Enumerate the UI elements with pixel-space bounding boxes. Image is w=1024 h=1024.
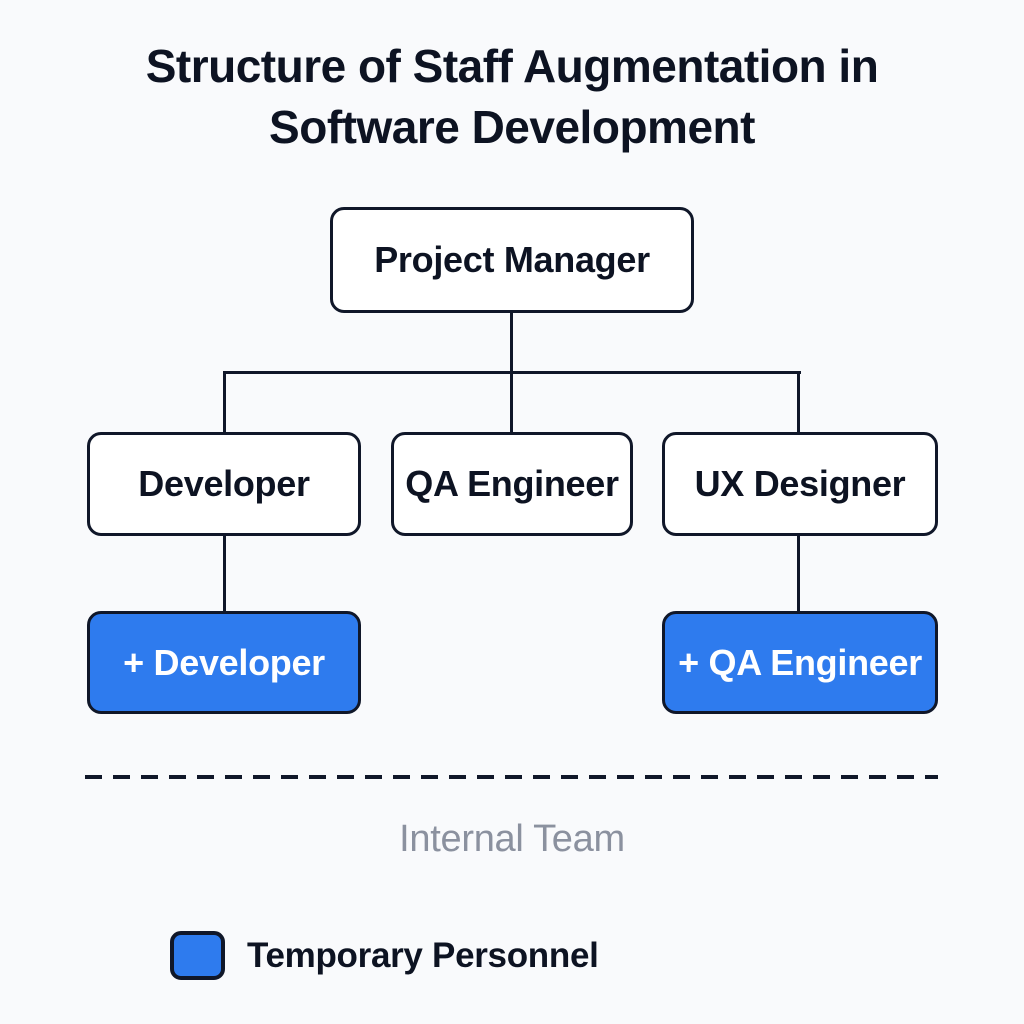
internal-team-label: Internal Team — [399, 818, 625, 860]
node-label: QA Engineer — [405, 463, 619, 504]
temporary-color-swatch — [170, 931, 225, 980]
connector-root-drop — [510, 312, 513, 372]
connector-ux-temp — [797, 535, 800, 612]
node-label: + Developer — [123, 641, 325, 683]
node-label: UX Designer — [694, 463, 906, 504]
node-temp-qa-engineer: + QA Engineer — [662, 611, 938, 714]
connector-developer-temp — [223, 535, 226, 612]
connector-developer-drop — [223, 371, 226, 433]
node-label: Developer — [138, 463, 310, 504]
node-label: + QA Engineer — [678, 641, 922, 683]
diagram-title: Structure of Staff Augmentation in Softw… — [145, 40, 879, 153]
node-temp-developer: + Developer — [87, 611, 361, 714]
legend-label: Temporary Personnel — [247, 935, 599, 975]
node-developer: Developer — [87, 432, 361, 536]
node-project-manager: Project Manager — [330, 207, 694, 313]
node-label: Project Manager — [374, 239, 650, 280]
connector-ux-drop — [797, 371, 800, 433]
node-qa-engineer: QA Engineer — [391, 432, 633, 536]
node-ux-designer: UX Designer — [662, 432, 938, 536]
internal-team-divider — [85, 775, 938, 779]
legend: Temporary Personnel — [170, 931, 599, 980]
connector-qa-drop — [510, 371, 513, 433]
